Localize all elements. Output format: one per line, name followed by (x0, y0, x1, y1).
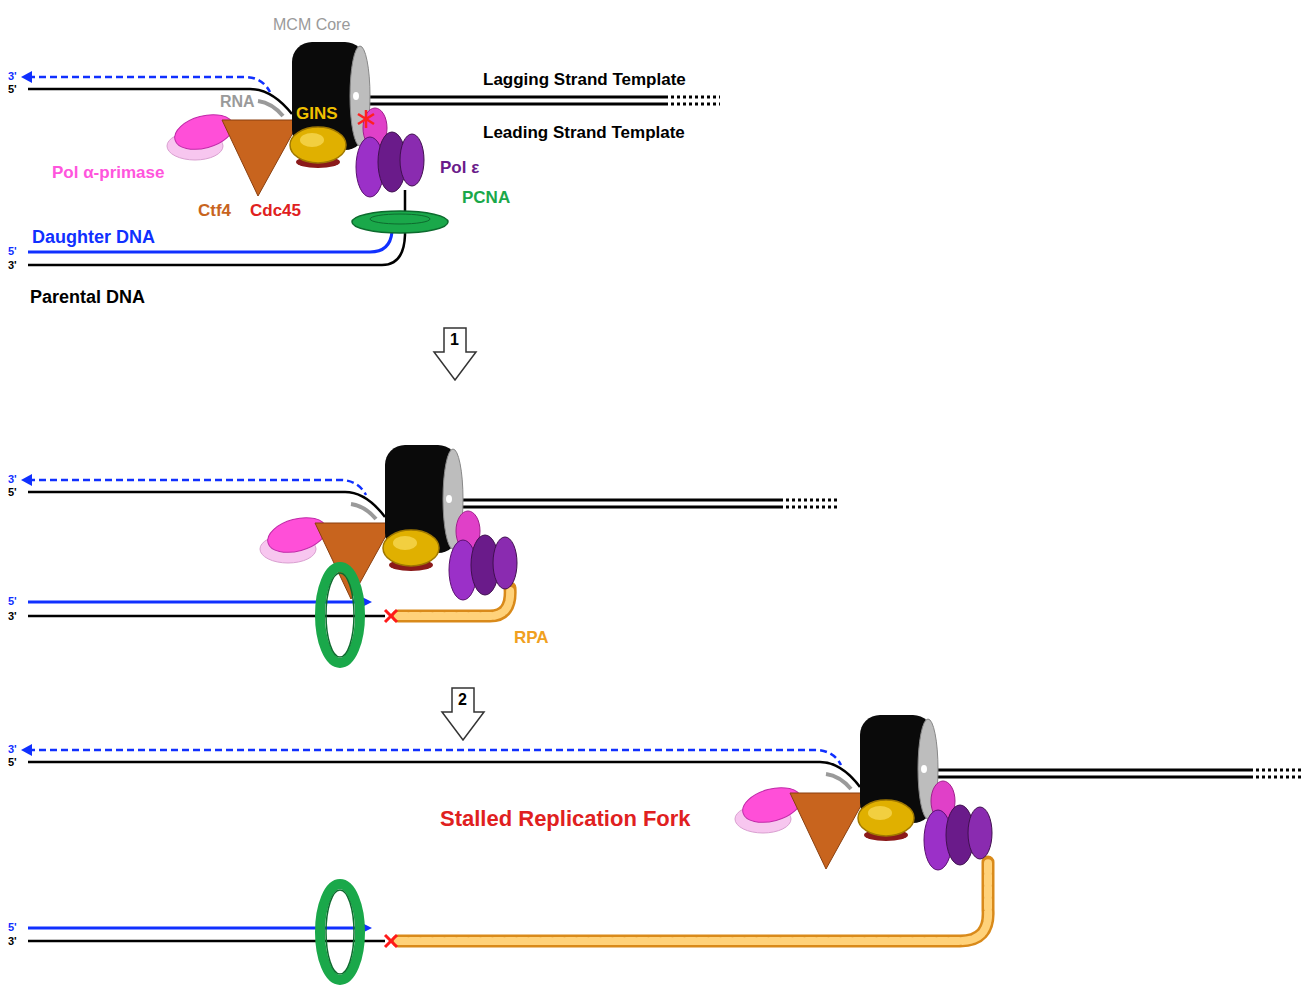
strand-end-label: 3' (8, 70, 17, 83)
part-label: Ctf4 (198, 201, 231, 221)
step-arrow (434, 328, 476, 380)
strand-end-label: 3' (8, 259, 17, 272)
replisome (735, 715, 992, 870)
part-label: PCNA (462, 188, 510, 208)
step-arrow (442, 688, 484, 740)
strand-end-label: 5' (8, 83, 17, 96)
panel-3-strands (21, 744, 1303, 941)
strand-end-label: 5' (8, 486, 17, 499)
part-label: MCM Core (273, 16, 350, 34)
step-number: 1 (450, 331, 459, 349)
part-label: Leading Strand Template (483, 123, 685, 143)
strand-end-label: 3' (8, 935, 17, 948)
lesion-mark (385, 935, 397, 947)
part-label: Parental DNA (30, 287, 145, 308)
part-label: Lagging Strand Template (483, 70, 686, 90)
lesion-mark (385, 610, 397, 622)
strand-end-label: 5' (8, 595, 17, 608)
strand-end-label: 3' (8, 473, 17, 486)
strand-end-label: 3' (8, 610, 17, 623)
strand-end-label: 5' (8, 921, 17, 934)
strand-end-label: 3' (8, 743, 17, 756)
part-label: Pol ε (440, 158, 479, 178)
part-label: Pol α-primase (52, 163, 164, 183)
pcna-clamp (352, 211, 448, 233)
step-number: 2 (458, 691, 467, 709)
pcna-ring (320, 567, 360, 663)
part-label: Daughter DNA (32, 227, 155, 248)
title-label: Stalled Replication Fork (440, 806, 691, 831)
replisome (167, 42, 424, 197)
part-label: RPA (514, 628, 549, 648)
red-star (358, 110, 374, 128)
strand-end-label: 5' (8, 245, 17, 258)
part-label: Cdc45 (250, 201, 301, 221)
pcna-ring (320, 884, 360, 980)
strand-end-label: 5' (8, 756, 17, 769)
rpa-coat (398, 862, 988, 941)
part-label: GINS (296, 104, 338, 124)
replisome (260, 445, 517, 600)
part-label: RNA (220, 93, 255, 111)
